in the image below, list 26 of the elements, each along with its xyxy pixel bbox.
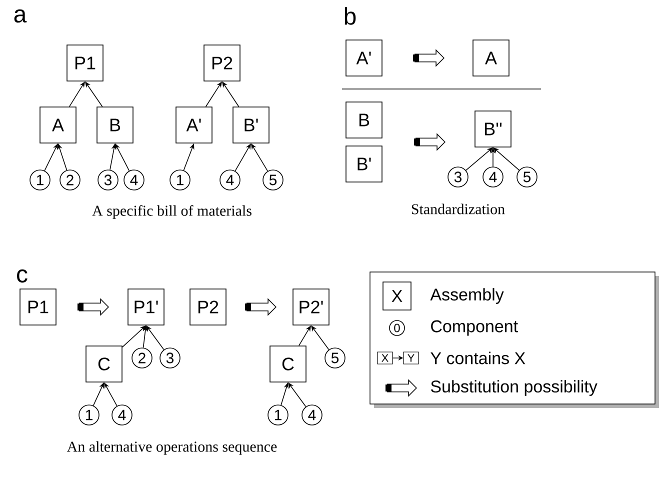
legend-text: Assembly — [430, 288, 504, 304]
assembly-box: A' — [346, 40, 382, 76]
assembly-box: P1' — [128, 288, 164, 326]
assembly-box: B' — [232, 106, 270, 144]
assembly-box: B — [96, 106, 134, 144]
assembly-box: B' — [346, 146, 382, 182]
assembly-box: A — [472, 40, 510, 76]
legend-text: Y contains X — [430, 352, 526, 364]
assembly-box: P1 — [66, 44, 104, 82]
caption: Standardization — [412, 204, 505, 214]
legend-text: Substitution possibility — [430, 380, 598, 396]
assembly-box: P2 — [190, 288, 226, 326]
panel-letter: c — [17, 269, 28, 283]
assembly-box: C — [270, 346, 306, 382]
assembly-box: A' — [176, 106, 212, 144]
assembly-box: B — [346, 102, 382, 138]
assembly-box: A — [40, 106, 76, 144]
assembly-box: P2' — [292, 288, 330, 326]
assembly-box: C — [86, 346, 122, 382]
caption: An alternative operations sequence — [66, 441, 277, 455]
assembly-box: P2 — [204, 44, 240, 82]
legend-text: Component — [431, 320, 518, 336]
caption: A specific bill of materials — [92, 205, 252, 219]
assembly-box: B'' — [474, 110, 512, 148]
assembly-box: P1 — [20, 288, 56, 326]
panel-letter: a — [14, 9, 27, 23]
